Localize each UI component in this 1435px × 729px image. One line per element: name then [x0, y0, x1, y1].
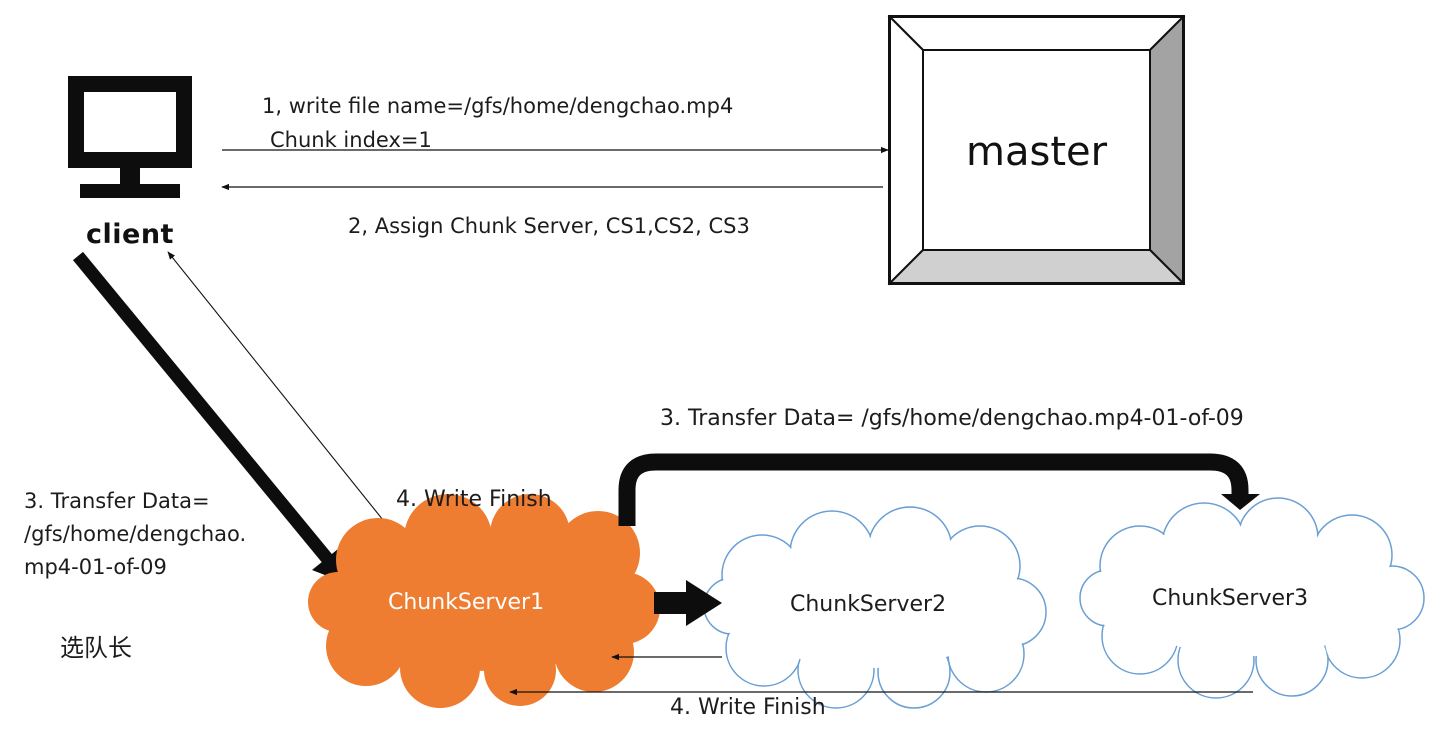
master-box — [887, 14, 1186, 286]
step4-bottom-label: 4. Write Finish — [670, 695, 826, 720]
chunkserver2-label: ChunkServer2 — [790, 592, 947, 617]
arrow-cs1-to-cs2 — [654, 580, 722, 626]
monitor-icon — [68, 76, 192, 198]
step3-left-line1: 3. Transfer Data= — [24, 489, 210, 513]
arrow-cs1-to-cs3 — [618, 453, 1260, 526]
step3-left-line3: mp4-01-of-09 — [24, 555, 167, 579]
arrow-cs1-to-client — [167, 251, 392, 531]
master-label: master — [966, 129, 1108, 175]
chunkserver1-label: ChunkServer1 — [388, 590, 545, 615]
chunkserver3-label: ChunkServer3 — [1152, 586, 1309, 611]
leader-note: 选队长 — [60, 634, 132, 662]
step1-line2: Chunk index=1 — [270, 128, 432, 152]
client-label: client — [86, 219, 174, 250]
step1-line1: 1, write file name=/gfs/home/dengchao.mp… — [262, 94, 734, 118]
step2-label: 2, Assign Chunk Server, CS1,CS2, CS3 — [348, 214, 750, 238]
step3-top-label: 3. Transfer Data= /gfs/home/dengchao.mp4… — [660, 406, 1244, 431]
step3-left-label: 3. Transfer Data= /gfs/home/dengchao. mp… — [24, 485, 246, 584]
step3-left-line2: /gfs/home/dengchao. — [24, 522, 247, 546]
chunkserver3-cloud — [1079, 497, 1425, 699]
step4-top-label: 4. Write Finish — [396, 487, 552, 512]
chunkserver2-cloud — [703, 506, 1047, 709]
chunkserver1-cloud — [308, 494, 660, 708]
